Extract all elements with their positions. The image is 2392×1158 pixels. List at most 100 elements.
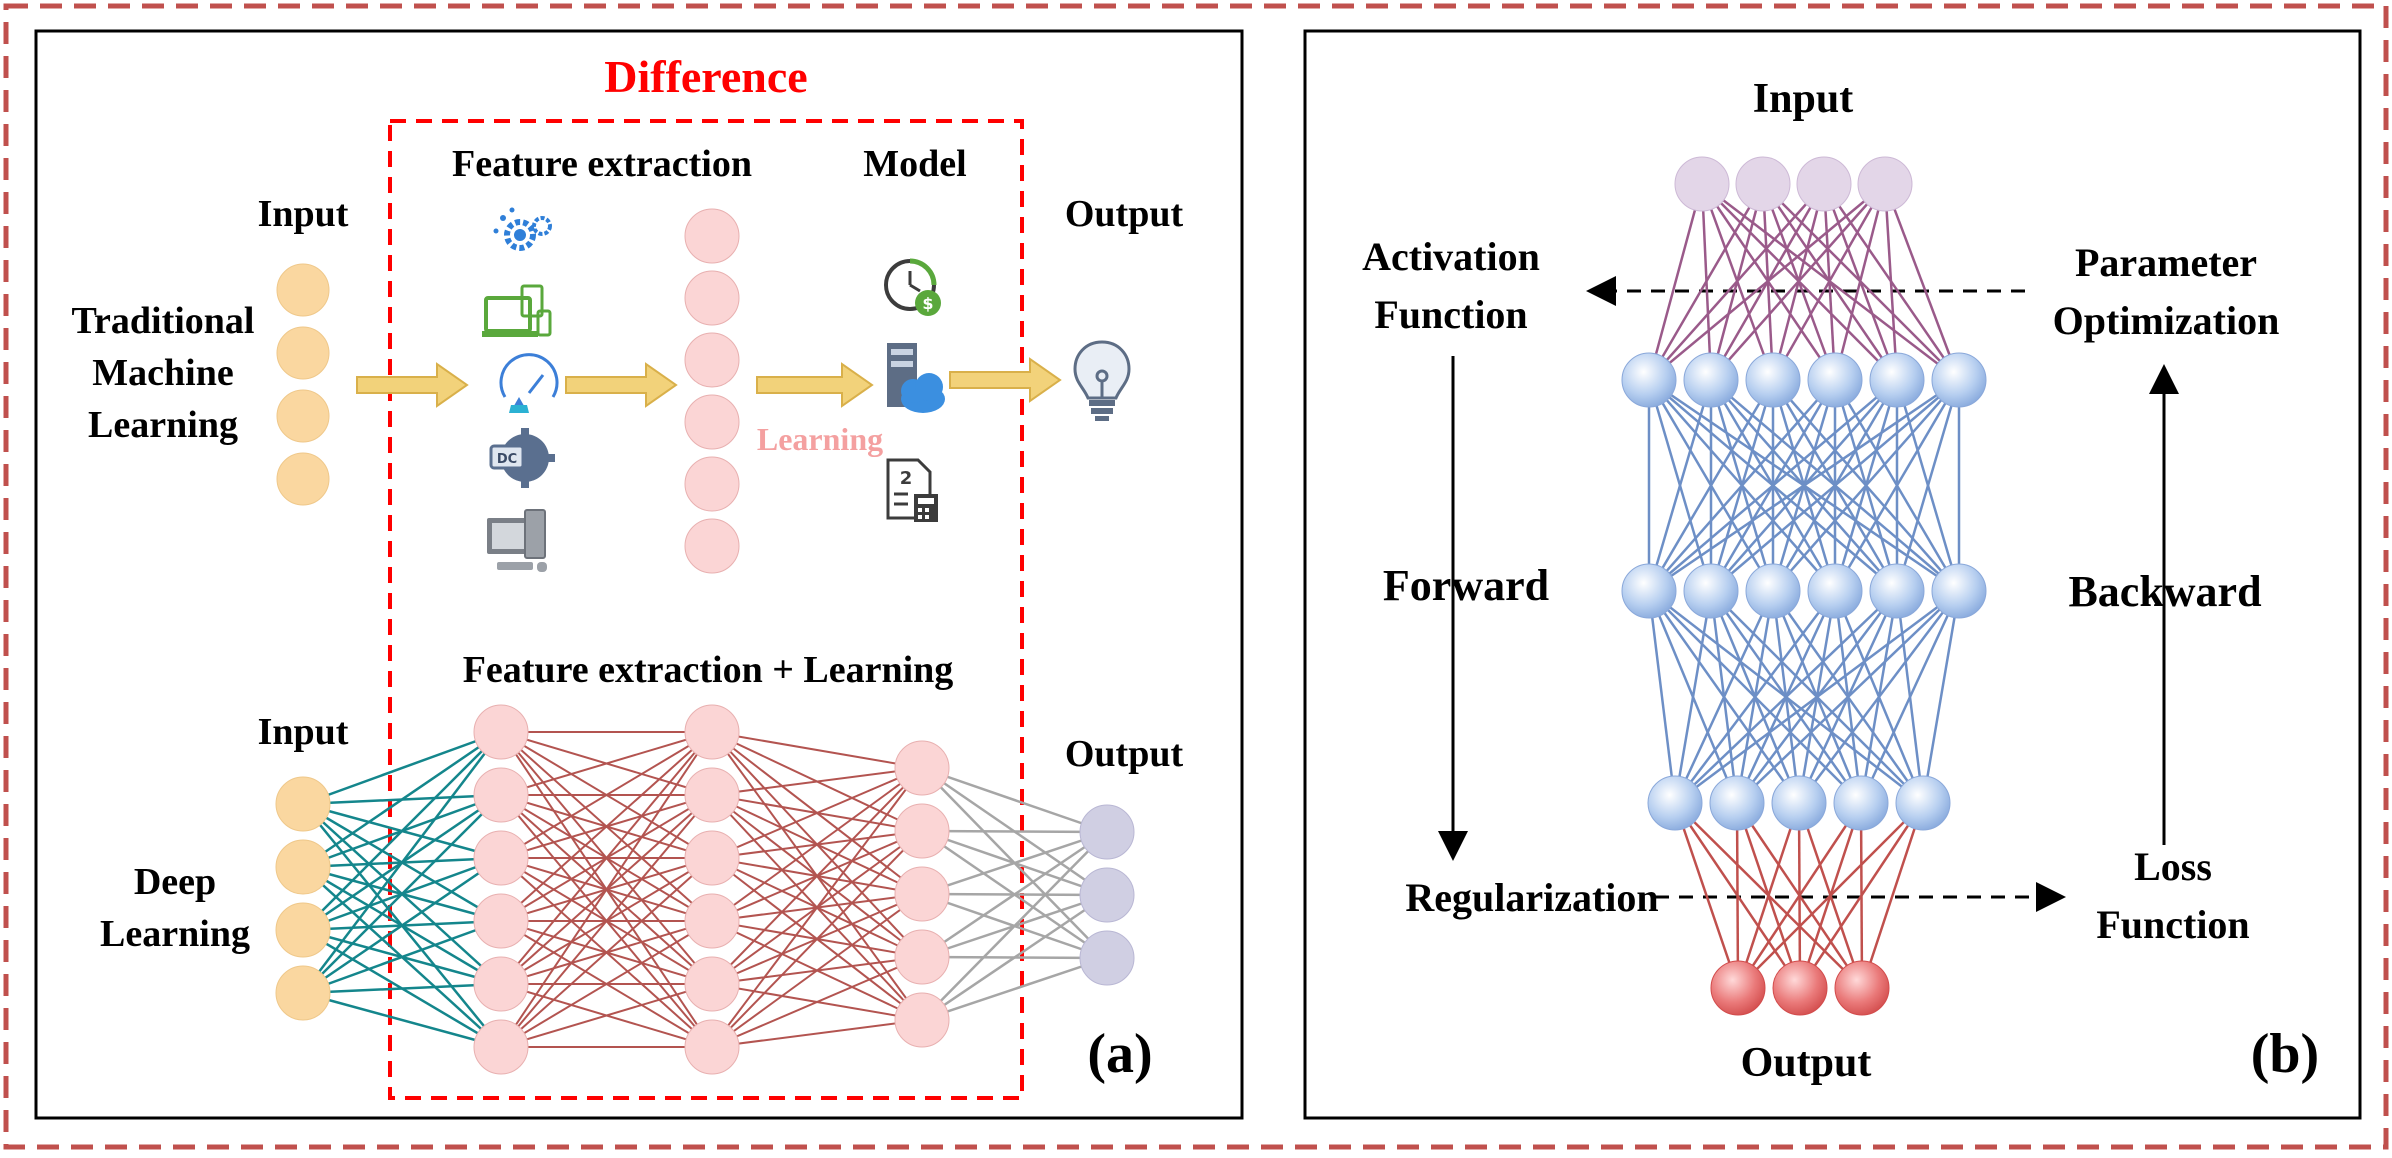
network-edge (302, 794, 502, 994)
gears-icon (493, 207, 552, 251)
network-edge (302, 731, 502, 931)
b-output-node (1834, 960, 1890, 1016)
trad-name-line-3: Learning (88, 404, 238, 446)
trad-feature-node (684, 456, 740, 512)
b-hidden-node (1621, 352, 1677, 408)
network-edge (1771, 183, 1887, 381)
calculator-doc-icon: 2 (886, 458, 938, 522)
deep-hidden-node (684, 704, 740, 760)
network-edge (711, 893, 923, 1048)
network-edge (1710, 183, 1886, 381)
network-edge (1647, 183, 1704, 381)
network-edge (1648, 379, 1836, 592)
network-edge (1647, 379, 1713, 592)
deep-name-line-2: Learning (100, 913, 250, 955)
deep-name-line-1: Deep (134, 861, 216, 903)
b-input-node (1796, 156, 1852, 212)
difference-label: Difference (604, 51, 807, 102)
panel-a-frame (34, 29, 1244, 1120)
b-network-nodes (1621, 156, 1987, 1016)
b-hidden-node (1869, 563, 1925, 619)
deep-hidden-node (473, 704, 529, 760)
trad-feature-node (684, 518, 740, 574)
b-input-node (1735, 156, 1791, 212)
deep-hidden-node (894, 740, 950, 796)
deep-network-edges (302, 730, 1108, 1049)
b-hidden-node (1931, 352, 1987, 408)
b-output-node (1772, 960, 1828, 1016)
trad-feature-node (684, 332, 740, 388)
feature-extraction-label: Feature extraction (452, 143, 752, 185)
speed-test-icon (499, 353, 559, 413)
network-edge (921, 830, 1108, 896)
network-edge (1647, 590, 1677, 804)
network-edge (1883, 183, 1899, 381)
network-edge (302, 730, 502, 806)
b-hidden-node (1683, 563, 1739, 619)
network-edge (1735, 802, 1740, 989)
deep-feature-label: Feature extraction + Learning (463, 649, 954, 691)
deep-input-label: Input (258, 711, 349, 753)
network-edge (921, 893, 1108, 1022)
b-hidden-node (1647, 775, 1703, 831)
network-edge (1798, 802, 1925, 989)
b-hidden-node (1745, 352, 1801, 408)
network-edge (921, 956, 1108, 1022)
trad-feature-node (684, 208, 740, 264)
trad-output-label: Output (1065, 193, 1184, 235)
trad-input-node (276, 326, 330, 380)
trad-flow-arrows (356, 357, 1062, 408)
parameter-line-1: Parameter (2075, 240, 2257, 285)
b-output-label: Output (1741, 1040, 1872, 1086)
svg-text:2: 2 (900, 468, 913, 489)
network-edge (1648, 379, 1898, 592)
network-edge (302, 856, 502, 995)
b-hidden-node (1895, 775, 1951, 831)
model-label: Model (863, 143, 966, 185)
network-edge (711, 767, 923, 859)
deep-hidden-node (473, 893, 529, 949)
b-input-node (1857, 156, 1913, 212)
network-edge (500, 731, 713, 1048)
network-edge (1833, 379, 1961, 592)
network-edge (500, 857, 713, 1048)
trad-feature-nodes (684, 208, 740, 574)
flow-arrow (356, 362, 469, 408)
trad-input-node (276, 389, 330, 443)
network-edge (1921, 590, 1961, 804)
network-edge (1736, 590, 1960, 804)
flow-arrow (756, 362, 874, 408)
network-edge (302, 731, 502, 994)
deep-hidden-node (684, 767, 740, 823)
network-edge (1736, 802, 1863, 989)
trad-feature-node (684, 394, 740, 450)
loss-line-1: Loss (2134, 844, 2212, 889)
network-edge (1883, 183, 1961, 381)
b-input-node (1674, 156, 1730, 212)
network-edge (1798, 590, 1960, 804)
deep-hidden-node (684, 956, 740, 1012)
network-edge (1673, 802, 1740, 989)
b-hidden-node (1931, 563, 1987, 619)
b-hidden-node (1869, 352, 1925, 408)
flow-arrow (565, 362, 678, 408)
network-edge (1674, 590, 1836, 804)
deep-output-node (1079, 930, 1135, 986)
deep-hidden-node (684, 1019, 740, 1075)
trad-input-nodes (276, 263, 330, 506)
deep-hidden-node (894, 992, 950, 1048)
network-edge (711, 830, 923, 1048)
network-edge (500, 983, 713, 1048)
activation-line-1: Activation (1362, 234, 1540, 279)
deep-output-label: Output (1065, 733, 1184, 775)
network-edge (711, 767, 923, 1048)
b-hidden-node (1709, 775, 1765, 831)
network-edge (1860, 802, 1925, 989)
deep-hidden-node (473, 830, 529, 886)
network-edge (921, 829, 1108, 834)
network-edge (302, 991, 502, 1049)
b-hidden-node (1833, 775, 1889, 831)
outer-dashed-border (3, 3, 2389, 1150)
forward-label: Forward (1383, 561, 1549, 610)
